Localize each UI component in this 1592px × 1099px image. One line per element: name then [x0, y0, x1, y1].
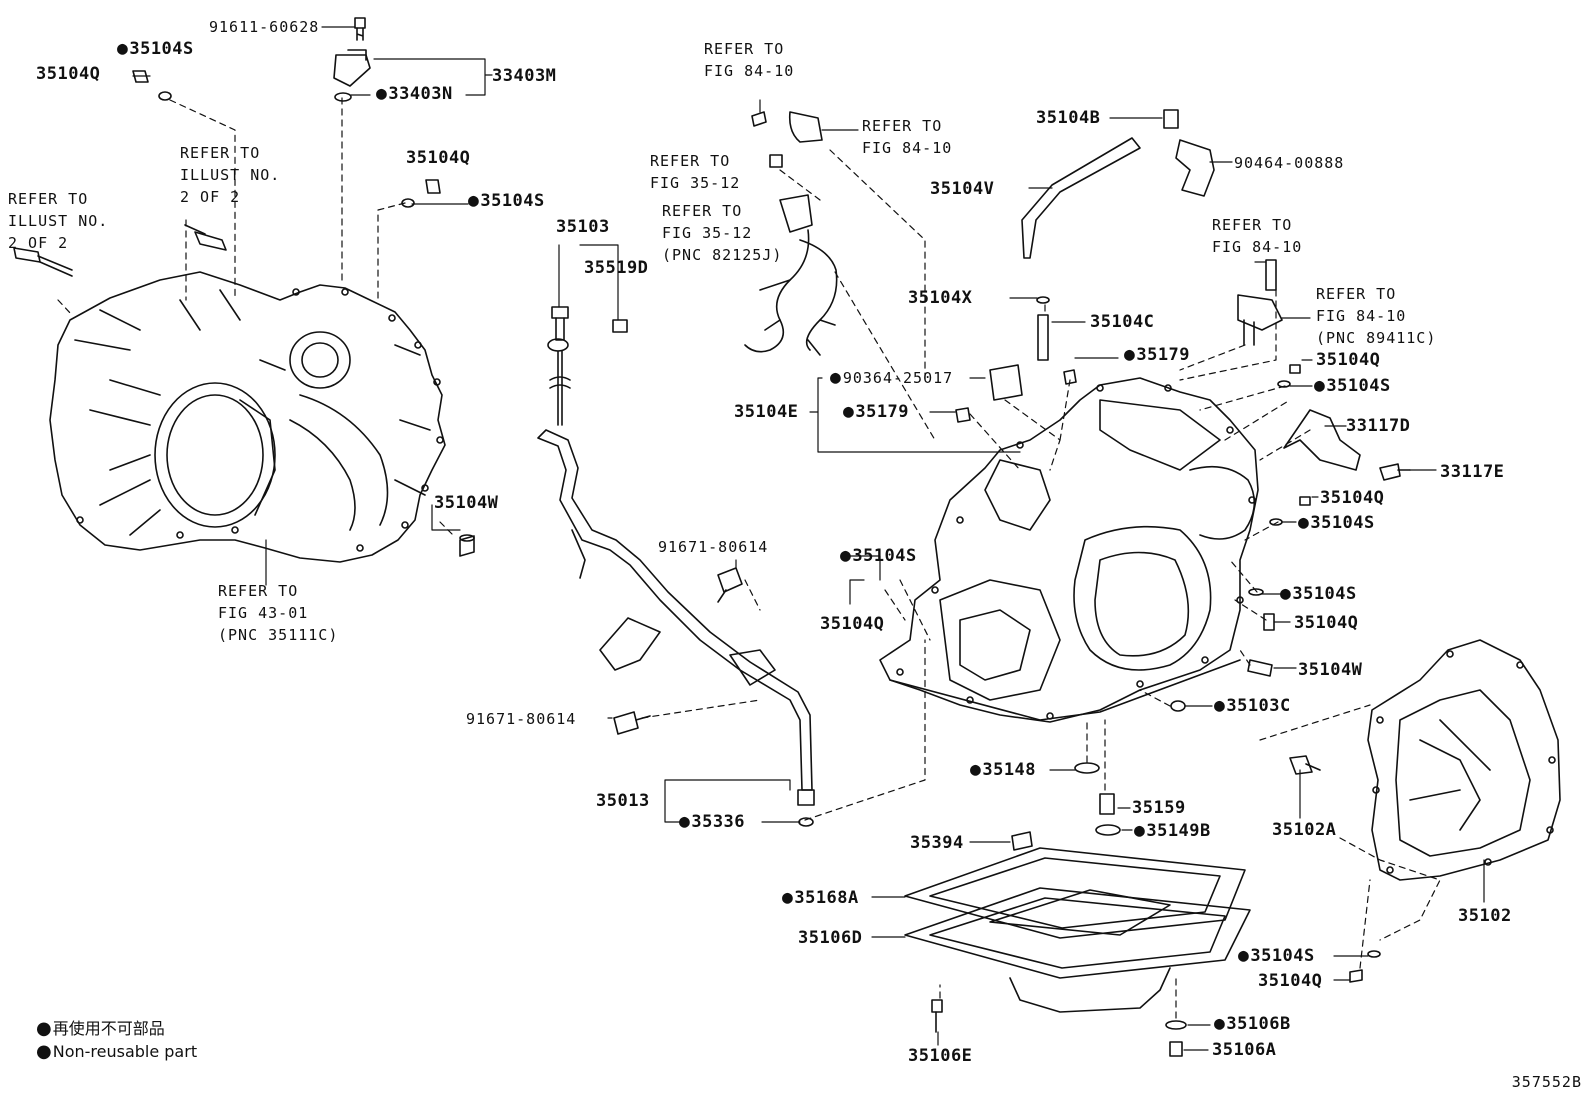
transmission-case-drawing [879, 377, 1259, 723]
part-label-90364-25017[interactable]: 90364-25017 [830, 368, 953, 388]
part-label-35179[interactable]: 35179 [843, 402, 909, 422]
part-label-35104Q[interactable]: 35104Q [406, 148, 471, 168]
part-label-35103[interactable]: 35103 [556, 217, 610, 237]
wire-harness-drawing [744, 111, 838, 356]
part-label-35148[interactable]: 35148 [970, 760, 1036, 780]
reference-fig-43-01[interactable]: REFER TO FIG 43-01 (PNC 35111C) [218, 582, 339, 644]
part-label-35149B[interactable]: 35149B [1134, 821, 1211, 841]
part-label-91671-80614[interactable]: 91671-80614 [658, 538, 769, 556]
oil-pan-drawing [904, 847, 1251, 1057]
part-label-35168A[interactable]: 35168A [782, 888, 859, 908]
part-label-35104V[interactable]: 35104V [930, 179, 995, 199]
part-label-35336[interactable]: 35336 [679, 812, 745, 832]
legend-en-text: Non-reusable part [52, 1042, 198, 1061]
part-label-35104S[interactable]: 35104S [1238, 946, 1315, 966]
part-label-33117E[interactable]: 33117E [1440, 462, 1505, 482]
part-label-35106D[interactable]: 35106D [798, 928, 863, 948]
filler-tube-drawing [537, 429, 815, 827]
reference-fig-84-10-sensor[interactable]: REFER TO FIG 84-10 [862, 117, 953, 157]
part-label-35104Q[interactable]: 35104Q [1258, 971, 1323, 991]
part-label-35104S[interactable]: 35104S [468, 191, 545, 211]
legend-non-reusable-en: Non-reusable part [36, 1041, 197, 1062]
reference-fig-35-12[interactable]: REFER TO FIG 35-12 [650, 152, 741, 192]
legend-jp-text: 再使用不可部品 [52, 1019, 165, 1038]
part-label-35519D[interactable]: 35519D [584, 258, 649, 278]
legend-non-reusable-jp: 再使用不可部品 [36, 1015, 165, 1039]
part-label-33403M[interactable]: 33403M [492, 66, 557, 86]
part-label-33117D[interactable]: 33117D [1346, 416, 1411, 436]
left-small-parts [13, 17, 475, 557]
right-top-parts [955, 109, 1411, 851]
leader-lines [132, 26, 1485, 1051]
part-label-91671-80614[interactable]: 91671-80614 [466, 710, 577, 728]
part-label-35159[interactable]: 35159 [1132, 798, 1186, 818]
part-label-35104S[interactable]: 35104S [117, 39, 194, 59]
part-label-35103C[interactable]: 35103C [1214, 696, 1291, 716]
reference-fig-35-12-pnc[interactable]: REFER TO FIG 35-12 (PNC 82125J) [662, 202, 783, 264]
reference-fig-84-10-top[interactable]: REFER TO FIG 84-10 [704, 40, 795, 80]
side-cover-drawing [1289, 639, 1561, 983]
part-label-35104E[interactable]: 35104E [734, 402, 799, 422]
transaxle-housing-drawing [49, 271, 446, 563]
part-label-35394[interactable]: 35394 [910, 833, 964, 853]
part-label-35104C[interactable]: 35104C [1090, 312, 1155, 332]
part-label-35104Q[interactable]: 35104Q [1316, 350, 1381, 370]
part-label-35104S[interactable]: 35104S [1314, 376, 1391, 396]
reference-illust-2-of-2-upper[interactable]: REFER TO ILLUST NO. 2 OF 2 [180, 144, 281, 206]
reference-fig-84-10-pnc[interactable]: REFER TO FIG 84-10 (PNC 89411C) [1316, 285, 1437, 347]
part-label-35106E[interactable]: 35106E [908, 1046, 973, 1066]
part-label-35104S[interactable]: 35104S [1280, 584, 1357, 604]
part-label-35106A[interactable]: 35106A [1212, 1040, 1277, 1060]
part-label-35104W[interactable]: 35104W [434, 493, 499, 513]
part-label-91611-60628[interactable]: 91611-60628 [209, 18, 320, 36]
part-label-35179[interactable]: 35179 [1124, 345, 1190, 365]
part-label-35104S[interactable]: 35104S [1298, 513, 1375, 533]
part-label-35104Q[interactable]: 35104Q [820, 614, 885, 634]
figure-code: 357552B [1511, 1073, 1582, 1091]
part-label-35013[interactable]: 35013 [596, 791, 650, 811]
part-label-35104X[interactable]: 35104X [908, 288, 973, 308]
part-label-35104Q[interactable]: 35104Q [1294, 613, 1359, 633]
part-label-35102[interactable]: 35102 [1458, 906, 1512, 926]
part-label-35106B[interactable]: 35106B [1214, 1014, 1291, 1034]
part-label-33403N[interactable]: 33403N [376, 84, 453, 104]
part-label-35104W[interactable]: 35104W [1298, 660, 1363, 680]
reference-illust-2-of-2-left[interactable]: REFER TO ILLUST NO. 2 OF 2 [8, 190, 109, 252]
part-label-35104Q[interactable]: 35104Q [1320, 488, 1385, 508]
dashed-guide-lines [57, 97, 1441, 1019]
part-label-35104Q[interactable]: 35104Q [36, 64, 101, 84]
part-label-35104S[interactable]: 35104S [840, 546, 917, 566]
part-label-35102A[interactable]: 35102A [1272, 820, 1337, 840]
dipstick-drawing [547, 306, 628, 426]
part-label-35104B[interactable]: 35104B [1036, 108, 1101, 128]
part-label-90464-00888[interactable]: 90464-00888 [1234, 154, 1345, 172]
reference-fig-84-10-right[interactable]: REFER TO FIG 84-10 [1212, 216, 1303, 256]
